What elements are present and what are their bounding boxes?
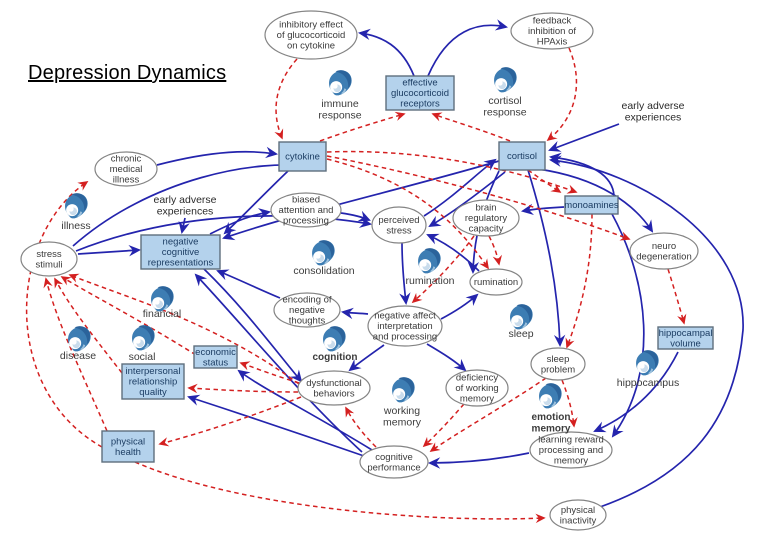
svg-text:behaviors: behaviors — [313, 388, 354, 399]
svg-text:memory: memory — [554, 456, 589, 467]
svg-text:illness: illness — [113, 175, 140, 186]
svg-text:physical: physical — [111, 436, 145, 447]
svg-text:social: social — [129, 351, 156, 363]
svg-text:financial: financial — [143, 308, 182, 320]
svg-text:rumination: rumination — [474, 277, 518, 288]
svg-text:thoughts: thoughts — [289, 316, 326, 327]
svg-text:negative: negative — [163, 237, 199, 248]
svg-text:negative affect: negative affect — [374, 311, 436, 322]
svg-text:degeneration: degeneration — [636, 251, 691, 262]
svg-text:stress: stress — [36, 249, 62, 260]
svg-text:memory: memory — [532, 424, 571, 435]
svg-text:and processing: and processing — [373, 332, 437, 343]
svg-text:biased: biased — [292, 195, 320, 206]
svg-text:feedback: feedback — [533, 16, 572, 27]
svg-text:experiences: experiences — [625, 112, 682, 124]
svg-text:effective: effective — [402, 78, 437, 89]
svg-text:monoamines: monoamines — [564, 200, 619, 211]
svg-text:performance: performance — [367, 462, 420, 473]
svg-text:HPAxis: HPAxis — [537, 37, 568, 48]
svg-text:medical: medical — [110, 164, 143, 175]
svg-text:memory: memory — [383, 417, 422, 429]
svg-text:consolidation: consolidation — [293, 265, 354, 277]
svg-text:sleep: sleep — [547, 354, 570, 365]
svg-text:physical: physical — [561, 505, 595, 516]
svg-text:negative: negative — [289, 305, 325, 316]
svg-text:processing and: processing and — [539, 445, 603, 456]
svg-text:sleep: sleep — [508, 328, 533, 340]
svg-text:dysfunctional: dysfunctional — [306, 378, 361, 389]
svg-text:early adverse: early adverse — [153, 194, 216, 206]
svg-text:cortisol: cortisol — [507, 151, 537, 162]
svg-text:experiences: experiences — [157, 206, 214, 218]
svg-text:stress: stress — [386, 225, 412, 236]
svg-text:learning reward: learning reward — [538, 435, 603, 446]
svg-text:of glucocorticoid: of glucocorticoid — [277, 30, 346, 41]
svg-text:cortisol: cortisol — [488, 95, 521, 107]
svg-text:processing: processing — [283, 216, 329, 227]
svg-text:brain: brain — [475, 203, 496, 214]
svg-text:capacity: capacity — [469, 224, 504, 235]
svg-text:inactivity: inactivity — [560, 516, 597, 527]
svg-text:response: response — [318, 110, 361, 122]
svg-text:inhibitory effect: inhibitory effect — [279, 20, 343, 31]
svg-text:interpersonal: interpersonal — [126, 366, 181, 377]
svg-text:inhibition of: inhibition of — [528, 26, 576, 37]
svg-text:cognitive: cognitive — [162, 247, 200, 258]
svg-text:receptors: receptors — [400, 99, 440, 110]
svg-text:on cytokine: on cytokine — [287, 41, 335, 52]
svg-text:disease: disease — [60, 350, 96, 362]
svg-text:perceived: perceived — [378, 215, 419, 226]
svg-text:encoding of: encoding of — [282, 295, 331, 306]
svg-text:quality: quality — [139, 387, 167, 398]
svg-text:of working: of working — [455, 383, 498, 394]
svg-text:health: health — [115, 447, 141, 458]
svg-text:rumination: rumination — [405, 275, 454, 287]
svg-text:hippocampal: hippocampal — [659, 328, 713, 339]
svg-text:volume: volume — [670, 338, 701, 349]
svg-text:chronic: chronic — [111, 154, 142, 165]
svg-text:emotion: emotion — [532, 412, 571, 423]
svg-text:problem: problem — [541, 364, 575, 375]
svg-text:status: status — [203, 357, 229, 368]
svg-text:deficiency: deficiency — [456, 373, 498, 384]
svg-text:relationship: relationship — [129, 377, 178, 388]
svg-text:cognition: cognition — [313, 352, 358, 363]
svg-text:cytokine: cytokine — [285, 152, 320, 163]
svg-text:stimuli: stimuli — [36, 259, 63, 270]
svg-text:Depression Dynamics: Depression Dynamics — [28, 62, 226, 84]
svg-text:early adverse: early adverse — [621, 100, 684, 112]
svg-text:glucocorticoid: glucocorticoid — [391, 88, 449, 99]
svg-text:cognitive: cognitive — [375, 452, 413, 463]
svg-text:representations: representations — [148, 258, 214, 269]
svg-text:regulatory: regulatory — [465, 213, 507, 224]
svg-text:response: response — [483, 107, 526, 119]
svg-text:attention and: attention and — [279, 205, 334, 216]
svg-text:economic: economic — [195, 347, 236, 358]
svg-text:illness: illness — [61, 220, 90, 232]
svg-text:neuro: neuro — [652, 241, 676, 252]
svg-text:interpretation: interpretation — [377, 321, 432, 332]
svg-text:memory: memory — [460, 394, 495, 405]
svg-text:working: working — [383, 405, 420, 417]
svg-text:hippocampus: hippocampus — [617, 377, 679, 389]
svg-text:immune: immune — [321, 98, 359, 110]
